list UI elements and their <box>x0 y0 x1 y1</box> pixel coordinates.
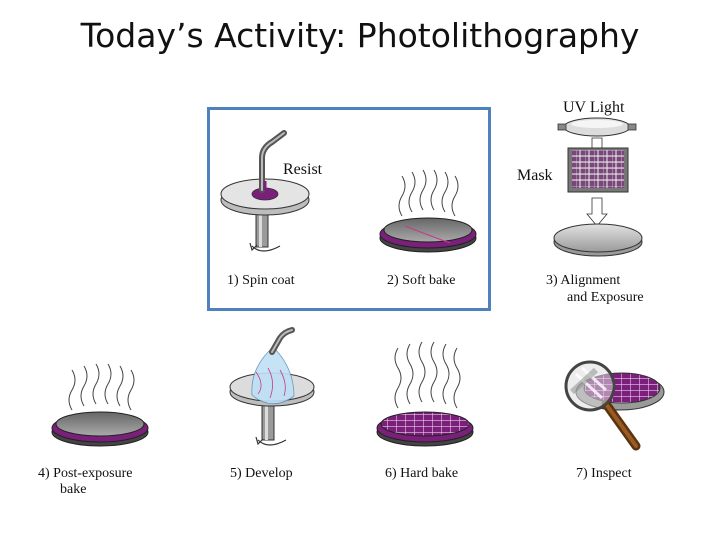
step-3-caption-line2: and Exposure <box>567 290 644 305</box>
highlight-box-steps-1-2 <box>207 107 491 311</box>
hard-bake-illustration <box>376 341 474 447</box>
alignment-exposure-illustration <box>553 117 643 257</box>
develop-illustration <box>229 327 315 446</box>
post-exposure-bake-illustration <box>51 363 149 447</box>
step-2-caption: 2) Soft bake <box>387 273 456 288</box>
resist-label: Resist <box>283 161 323 178</box>
soft-bake-illustration <box>379 169 477 253</box>
step-4-caption-line1: 4) Post-exposure <box>38 466 133 481</box>
spin-coat-illustration <box>220 130 310 252</box>
slide-title: Today’s Activity: Photolithography <box>80 16 640 55</box>
step-6-caption: 6) Hard bake <box>385 466 459 481</box>
step-3-caption-line1: 3) Alignment <box>546 273 621 288</box>
uv-light-label: UV Light <box>563 99 625 116</box>
step-4-caption-line2: bake <box>60 482 87 497</box>
step-7-caption: 7) Inspect <box>576 466 632 481</box>
step-1-caption: 1) Spin coat <box>227 273 295 288</box>
step-5-caption: 5) Develop <box>230 466 293 481</box>
mask-label: Mask <box>517 167 553 184</box>
inspect-illustration <box>564 360 665 451</box>
